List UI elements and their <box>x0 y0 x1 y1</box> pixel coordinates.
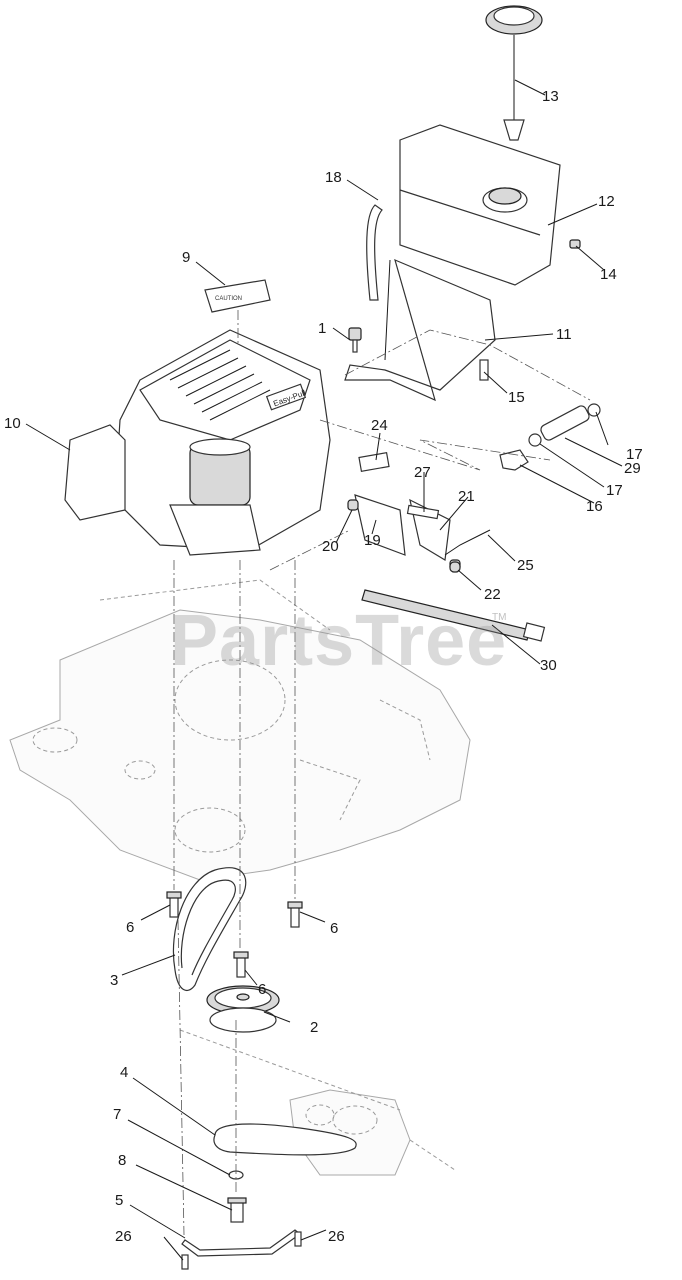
ground-strap[interactable] <box>181 1229 301 1257</box>
callout-27[interactable]: 27 <box>414 464 431 481</box>
callout-13[interactable]: 13 <box>542 88 559 105</box>
hose-clamp-upper[interactable] <box>587 403 601 417</box>
bolt-15[interactable] <box>479 359 489 381</box>
hose-clamp-lower[interactable] <box>528 433 542 447</box>
callout-6-center[interactable]: 6 <box>258 981 266 998</box>
caution-decal[interactable]: CAUTION <box>204 279 271 313</box>
strap-bolt-right[interactable] <box>294 1231 302 1247</box>
callout-15[interactable]: 15 <box>508 389 525 406</box>
callout-30[interactable]: 30 <box>540 657 557 674</box>
callout-7[interactable]: 7 <box>113 1106 121 1123</box>
engine-assembly[interactable]: Easy-Pull <box>64 329 331 556</box>
transaxle-belt[interactable] <box>213 1123 357 1156</box>
callout-1[interactable]: 1 <box>318 320 326 337</box>
throttle-bracket[interactable] <box>347 494 406 556</box>
throttle-cable[interactable] <box>444 529 491 556</box>
callout-8[interactable]: 8 <box>118 1152 126 1169</box>
callout-24[interactable]: 24 <box>371 417 388 434</box>
callout-26-right[interactable]: 26 <box>328 1228 345 1245</box>
callout-25[interactable]: 25 <box>517 557 534 574</box>
bolt-14[interactable] <box>569 239 581 249</box>
callout-10[interactable]: 10 <box>4 415 21 432</box>
callout-6-right[interactable]: 6 <box>330 920 338 937</box>
fuel-filter[interactable] <box>539 404 591 442</box>
callout-3[interactable]: 3 <box>110 972 118 989</box>
fuel-hose[interactable] <box>366 204 383 301</box>
callout-4[interactable]: 4 <box>120 1064 128 1081</box>
callout-6-left[interactable]: 6 <box>126 919 134 936</box>
fuel-tank[interactable] <box>399 124 561 286</box>
shim-plate[interactable] <box>406 504 440 520</box>
callout-26-left[interactable]: 26 <box>115 1228 132 1245</box>
fuel-cap[interactable] <box>485 5 543 141</box>
bolt-1[interactable] <box>348 327 362 353</box>
callout-29[interactable]: 29 <box>624 460 641 477</box>
callout-numbers: 1 2 3 4 5 6 6 6 7 8 9 10 11 12 13 14 15 … <box>4 88 643 1245</box>
gasket-plate[interactable] <box>358 451 390 473</box>
callout-21[interactable]: 21 <box>458 488 475 505</box>
assembly-center-lines <box>173 310 591 1236</box>
strap-bolt-left[interactable] <box>181 1254 189 1270</box>
callout-12[interactable]: 12 <box>598 193 615 210</box>
callout-14[interactable]: 14 <box>600 266 617 283</box>
callout-20[interactable]: 20 <box>322 538 339 555</box>
callout-22[interactable]: 22 <box>484 586 501 603</box>
pulley[interactable] <box>206 985 280 1033</box>
callout-18[interactable]: 18 <box>325 169 342 186</box>
callout-2[interactable]: 2 <box>310 1019 318 1036</box>
tank-bracket[interactable] <box>344 258 496 402</box>
pulley-bolt[interactable] <box>227 1197 247 1223</box>
recoil-starter <box>64 424 126 521</box>
callout-11[interactable]: 11 <box>556 326 572 343</box>
engine-bolt-left[interactable] <box>166 891 182 918</box>
engine-bolt-center[interactable] <box>233 951 249 978</box>
decal-text: CAUTION <box>215 296 242 302</box>
drive-belt[interactable] <box>172 867 247 992</box>
callout-5[interactable]: 5 <box>115 1192 123 1209</box>
callout-17-upper[interactable]: 17 <box>626 446 643 463</box>
engine-cover-vents <box>169 349 271 421</box>
callout-17-lower[interactable]: 17 <box>606 482 623 499</box>
fuel-line[interactable] <box>361 589 546 642</box>
engine-bolt-right[interactable] <box>287 901 303 928</box>
callout-9[interactable]: 9 <box>182 249 190 266</box>
leader-lines <box>25 79 623 1261</box>
nut-22[interactable] <box>449 561 461 573</box>
callout-16[interactable]: 16 <box>586 498 603 515</box>
trademark-mark: TM <box>492 612 507 623</box>
callout-19[interactable]: 19 <box>364 532 381 549</box>
